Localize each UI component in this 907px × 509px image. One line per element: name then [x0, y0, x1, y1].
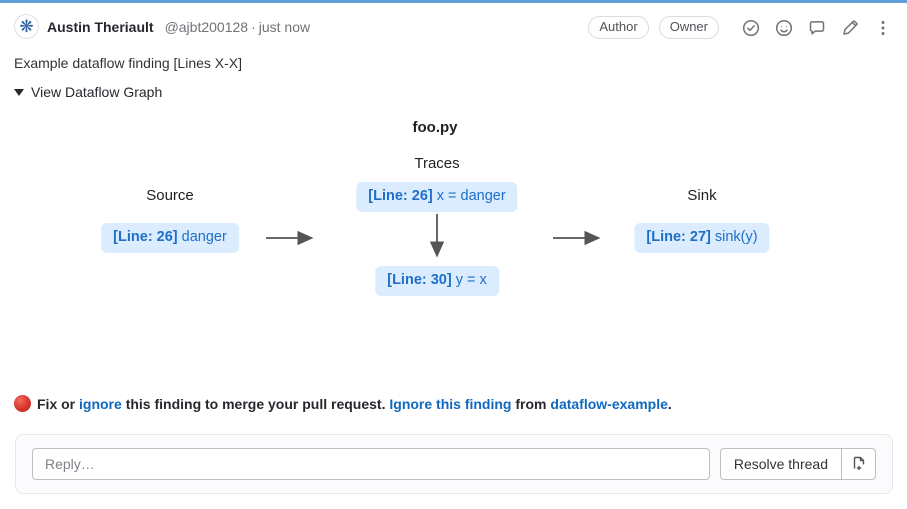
more-options-button[interactable] — [873, 18, 893, 38]
speech-bubble-icon — [808, 19, 826, 37]
trace-node-1: [Line: 26] x = danger — [356, 182, 518, 212]
column-label-sink: Sink — [687, 187, 717, 204]
source-node-code: danger — [181, 229, 227, 245]
sink-node: [Line: 27] sink(y) — [634, 223, 770, 253]
resolve-thread-button[interactable]: Resolve thread — [719, 448, 842, 480]
warning-text: Fix or ignore this finding to merge your… — [37, 396, 672, 412]
trace-node-2-line: [Line: 30] — [387, 272, 452, 288]
source-node: [Line: 26] danger — [101, 223, 239, 253]
smiley-icon — [775, 19, 793, 37]
badge-author: Author — [588, 16, 649, 39]
column-label-traces: Traces — [414, 155, 460, 172]
ignore-finding-link[interactable]: Ignore this finding — [389, 395, 512, 412]
create-issue-button[interactable] — [842, 448, 876, 480]
resolve-button-group: Resolve thread — [719, 448, 876, 480]
warning-suffix: . — [667, 395, 672, 412]
sink-node-code: sink(y) — [714, 229, 758, 245]
warning-from: from — [515, 395, 547, 412]
merge-warning: Fix or ignore this finding to merge your… — [14, 395, 672, 412]
dataflow-graph-toggle[interactable]: View Dataflow Graph — [14, 84, 162, 100]
trace-node-1-line: [Line: 26] — [368, 188, 433, 204]
emoji-reaction-button[interactable] — [774, 18, 794, 38]
reply-input[interactable] — [32, 448, 710, 480]
author-name[interactable]: Austin Theriault — [47, 18, 154, 35]
repo-link[interactable]: dataflow-example — [550, 395, 668, 412]
source-node-line: [Line: 26] — [113, 229, 178, 245]
warning-middle: this finding to merge your pull request. — [125, 395, 386, 412]
red-circle-icon — [14, 395, 31, 412]
avatar-ornament-icon: ❋ — [19, 17, 34, 36]
reply-container: Resolve thread — [15, 434, 893, 494]
graph-file-title: foo.py — [412, 119, 458, 136]
trace-node-2-code: y = x — [455, 272, 487, 288]
kebab-menu-icon — [874, 19, 892, 37]
comment-actions: Author Owner — [578, 16, 893, 39]
warning-prefix: Fix or — [37, 395, 76, 412]
edit-button[interactable] — [840, 18, 860, 38]
ignore-link[interactable]: ignore — [79, 395, 122, 412]
timestamp-link[interactable]: just now — [258, 18, 311, 35]
check-circle-icon — [742, 19, 760, 37]
comment-header: ❋ Austin Theriault @ajbt200128·just now — [14, 14, 310, 39]
meta-separator: · — [251, 18, 256, 35]
author-handle: @ajbt200128 — [164, 18, 249, 35]
triangle-down-icon — [14, 88, 24, 96]
pencil-icon — [841, 19, 859, 37]
approve-button[interactable] — [741, 18, 761, 38]
trace-node-1-code: x = danger — [436, 188, 506, 204]
dataflow-graph-toggle-label: View Dataflow Graph — [31, 84, 163, 100]
comment-button[interactable] — [807, 18, 827, 38]
new-issue-icon — [851, 455, 867, 474]
badge-owner: Owner — [658, 16, 719, 39]
column-label-source: Source — [146, 187, 194, 204]
trace-node-2: [Line: 30] y = x — [375, 266, 499, 296]
avatar[interactable]: ❋ — [14, 14, 39, 39]
comment-body-text: Example dataflow finding [Lines X-X] — [14, 55, 243, 71]
author-meta: @ajbt200128·just now — [162, 19, 311, 35]
sink-node-line: [Line: 27] — [646, 229, 711, 245]
